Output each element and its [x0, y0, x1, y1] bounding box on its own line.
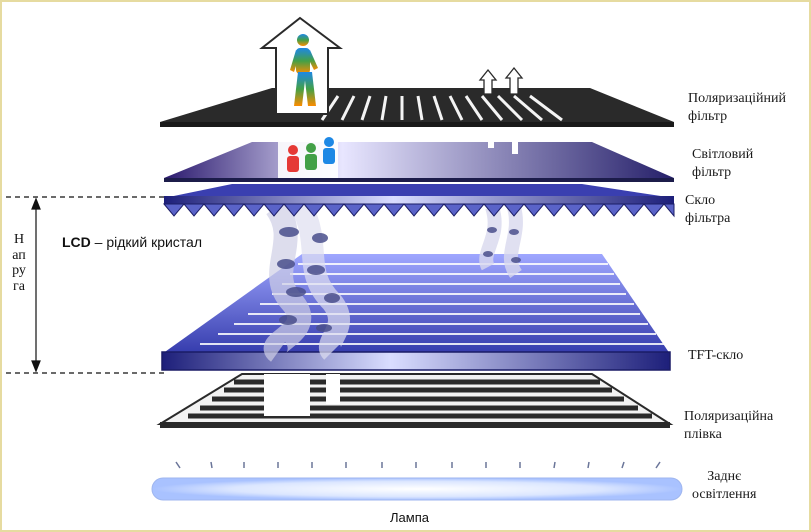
lcd-prefix: LCD: [62, 234, 91, 250]
backlight-label: Заднє освітлення: [692, 468, 756, 504]
polarizing-filter-label: Поляризаційний фільтр: [688, 90, 786, 126]
lcd-label: LCD – рідкий кристал: [62, 234, 202, 250]
polarizing-film-label-line1: Поляризаційна: [684, 409, 774, 424]
person-icon: [290, 34, 318, 106]
tft-glass-label: TFT-скло: [688, 347, 743, 365]
lamp-label: Лампа: [390, 510, 429, 525]
tft-glass-plate: [161, 254, 671, 371]
liquid-crystal-helix-left: [263, 199, 350, 362]
light-filter-label-line2: фільтр: [692, 165, 732, 180]
output-light-arrow: [259, 16, 343, 115]
light-filter-plate: [164, 126, 674, 182]
tft-glass-label-text: TFT-скло: [688, 348, 744, 363]
backlight-label-line2: освітлення: [692, 487, 757, 502]
filter-glass-label-line1: Скло: [685, 193, 716, 208]
rgb-pixel-figures: [287, 137, 335, 172]
polarizing-film-plate: [156, 373, 674, 428]
filter-glass-label-line2: фільтра: [685, 211, 731, 226]
voltage-label: Напруга: [12, 232, 26, 294]
filter-glass-plate: [162, 184, 675, 218]
polarizing-filter-label-line2: фільтр: [688, 109, 728, 124]
backlight-label-line1: Заднє: [707, 469, 742, 484]
light-rays: [175, 461, 661, 469]
light-filter-label-line1: Світловий: [692, 147, 754, 162]
light-filter-label: Світловий фільтр: [692, 146, 753, 182]
polarizing-film-label-line2: плівка: [684, 427, 722, 442]
polarizing-film-label: Поляризаційна плівка: [684, 408, 773, 444]
backlight-lamp: [151, 461, 683, 501]
filter-glass-label: Скло фільтра: [685, 192, 730, 228]
lcd-text: – рідкий кристал: [90, 234, 203, 250]
voltage-bracket: [6, 196, 164, 374]
polarizing-filter-plate: [160, 88, 674, 127]
small-up-arrows: [478, 66, 524, 95]
polarizing-filter-label-line1: Поляризаційний: [688, 91, 786, 106]
